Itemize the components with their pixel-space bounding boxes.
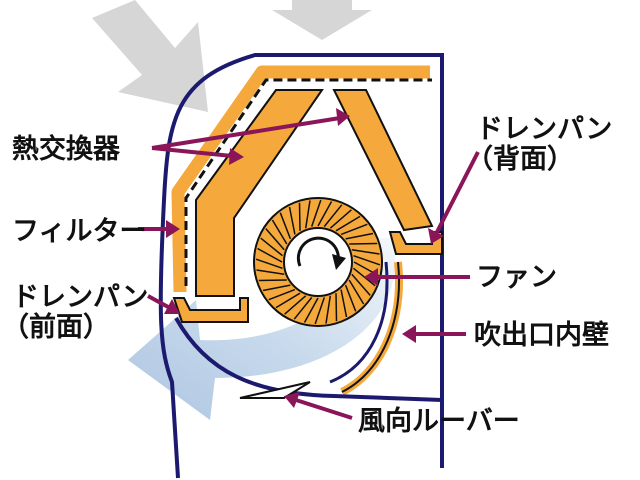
heat-exchanger — [195, 89, 434, 297]
label-fan: ファン — [476, 262, 557, 293]
fan-blade — [279, 212, 292, 240]
filter-dashed-line — [184, 78, 432, 286]
fan-blade — [345, 232, 374, 240]
fan-blade — [293, 297, 313, 320]
fan-blade — [344, 284, 357, 312]
fan-blade — [335, 215, 361, 232]
intake-arrow-left — [92, 0, 208, 112]
leader-louver-head — [284, 392, 300, 408]
label-outlet-wall: 吹出口内壁 — [474, 320, 609, 351]
label-filter: フィルター — [12, 216, 146, 247]
leader-heat-exchanger-1 — [151, 116, 341, 150]
outflow-air-arrow — [128, 238, 396, 420]
fan-blade — [349, 242, 378, 245]
rotation-arrow-head — [332, 254, 346, 270]
fan-blade — [262, 284, 291, 292]
leader-heat-exchanger-2 — [151, 146, 233, 158]
fan-rotation-arrow — [296, 236, 340, 267]
outlet-inner-wall-edge — [341, 261, 400, 393]
fan-blade — [271, 219, 288, 245]
fan-blade — [284, 295, 307, 315]
filter-band — [171, 65, 430, 293]
leader-heat-exchanger-2-head — [229, 148, 244, 165]
labels: 熱交換器 フィルター ドレンパン （前面） ドレンパン （背面） ファン 吹出口… — [2, 114, 612, 437]
label-drain-pan-front-line2: （前面） — [2, 311, 110, 343]
fan-blade — [303, 297, 319, 323]
leader-drain-pan-front — [147, 294, 171, 310]
fan-blade — [314, 297, 326, 325]
leader-drain-pan-front-head — [164, 299, 180, 314]
fan-blade — [348, 279, 365, 305]
fan-blade — [335, 293, 338, 322]
fan-blade — [268, 288, 296, 301]
air-duct-curve — [174, 317, 443, 402]
label-heat-exchanger: 熱交換器 — [12, 133, 121, 165]
fan-blade — [325, 295, 332, 324]
label-drain-pan-back-line2: （背面） — [466, 144, 574, 175]
louver — [239, 381, 311, 399]
label-drain-pan-front-line1: ドレンパン — [12, 282, 148, 313]
fan-blade — [323, 204, 343, 227]
fan-blade — [353, 254, 381, 266]
fan-blade — [256, 269, 285, 276]
leader-louver — [295, 398, 353, 420]
fan-blade — [260, 237, 283, 257]
fan-blade — [275, 292, 301, 309]
fan — [253, 197, 383, 327]
leader-drain-pan-back — [434, 151, 480, 235]
fan-blade — [310, 199, 322, 227]
label-louver: 風向ルーバー — [358, 405, 520, 437]
drain-pan-front — [172, 297, 249, 323]
fan-blades — [255, 199, 381, 325]
leader-fan-head — [364, 268, 378, 286]
fan-blade — [351, 273, 371, 296]
leader-outlet-wall-head — [402, 325, 416, 343]
fan-blade — [258, 279, 287, 282]
fan-blade — [340, 223, 368, 236]
leader-lines — [138, 108, 480, 420]
fan-blade — [351, 248, 380, 255]
heat-exchanger-left-block — [195, 89, 324, 297]
fan-blade — [304, 200, 311, 229]
intake-arrow-top — [272, 0, 372, 40]
fan-blade — [329, 209, 352, 229]
fan-blade — [265, 228, 285, 251]
fan-blade — [255, 258, 283, 270]
fan-blade — [317, 201, 333, 227]
filter — [171, 65, 432, 293]
leader-drain-pan-back-head — [428, 228, 444, 244]
fan-blade — [340, 289, 348, 318]
leader-filter-head — [166, 220, 180, 238]
label-drain-pan-back-line1: ドレンパン — [476, 114, 612, 145]
heat-exchanger-right-block — [332, 89, 434, 232]
unit-casing — [158, 53, 444, 479]
leader-heat-exchanger-1-head — [336, 108, 350, 126]
duct-rear-curve — [329, 261, 389, 384]
fan-blade — [298, 202, 301, 231]
intake-air-arrows — [92, 0, 372, 112]
fan-blade — [288, 206, 296, 235]
fan-blade — [257, 247, 283, 263]
